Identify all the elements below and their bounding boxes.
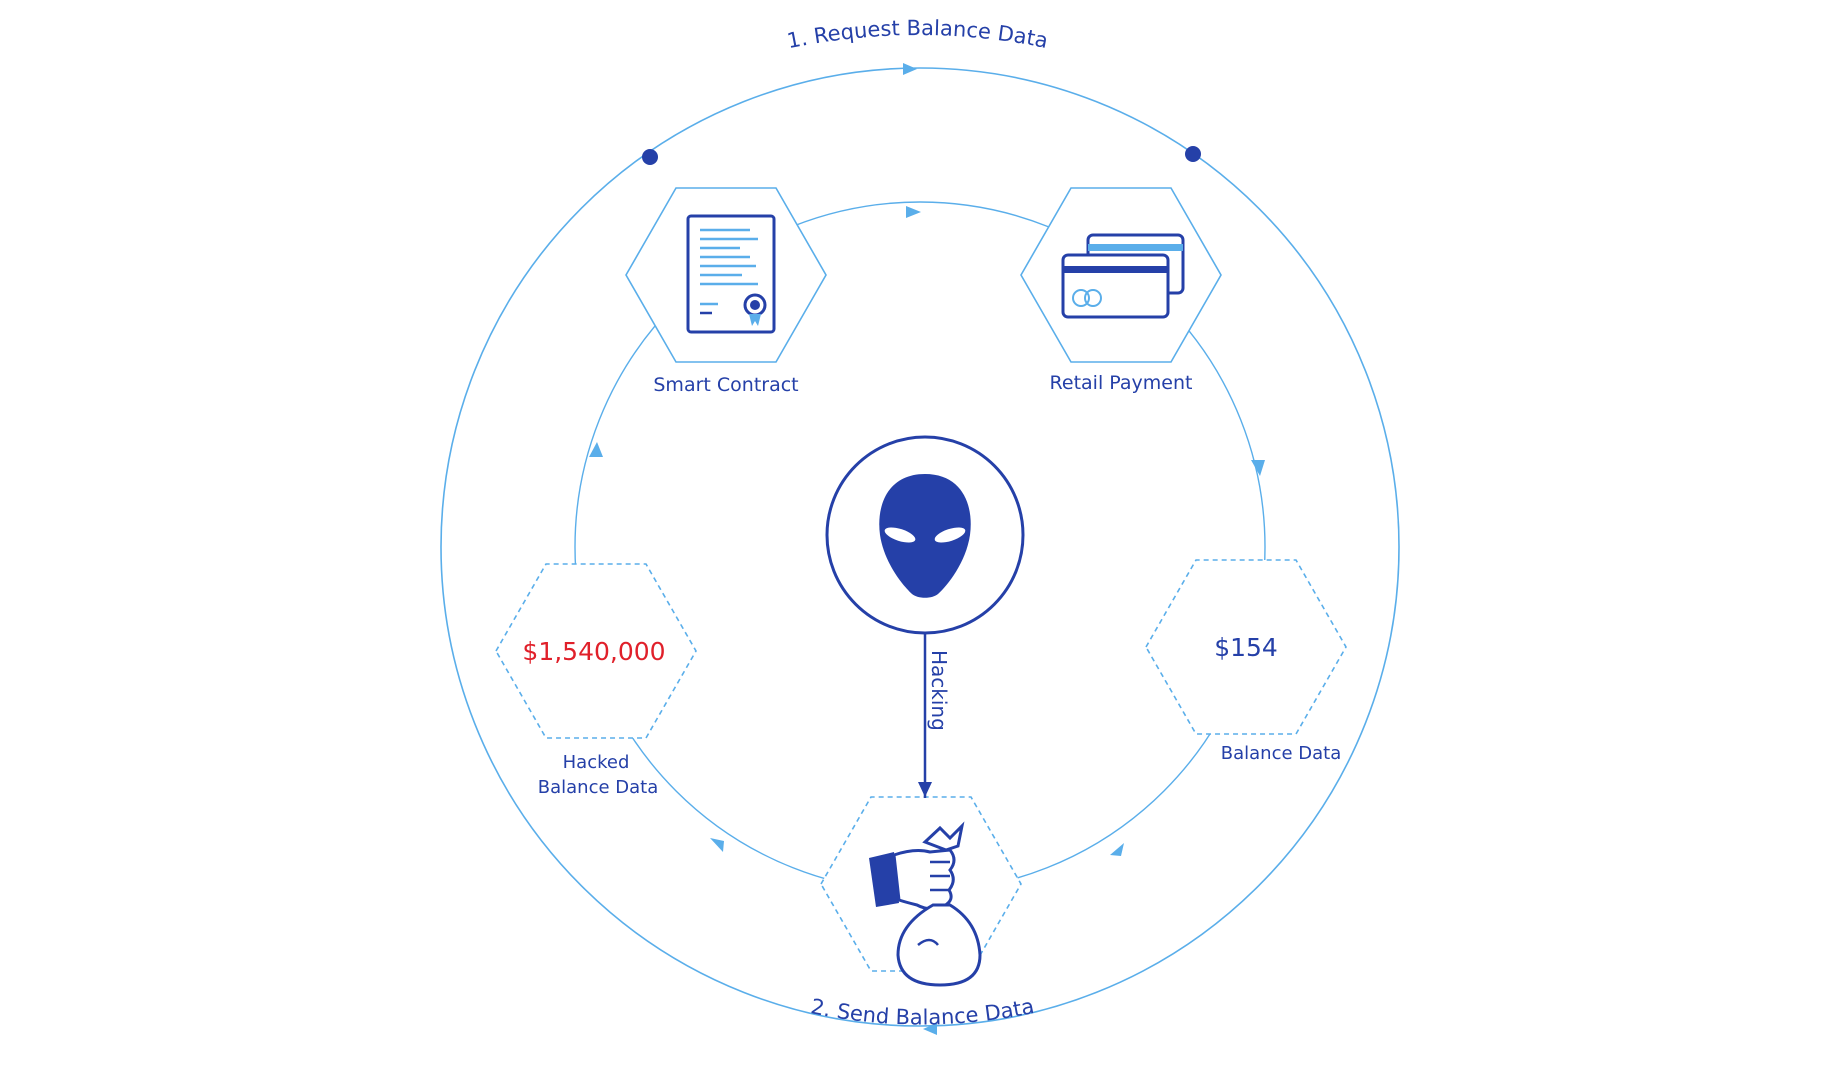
hacked-balance-node (495, 563, 697, 739)
outer-arrow-right (903, 63, 917, 75)
hand-holding-money-bag-icon (869, 821, 982, 987)
document-with-seal-icon (686, 214, 776, 334)
smart-contract-node (625, 187, 827, 363)
balance-data-label: Balance Data (1221, 743, 1342, 764)
credit-cards-icon (1061, 233, 1185, 319)
outer-arrow-left (923, 1023, 937, 1035)
request-balance-label: 1. Request Balance Data (785, 16, 1050, 53)
inner-arrow-right (1251, 460, 1265, 476)
send-balance-label: 2. Send Balance Data (809, 994, 1036, 1029)
inner-arrow-top (906, 206, 921, 218)
balance-amount: $154 (1214, 633, 1278, 662)
balance-data-node (1145, 559, 1347, 735)
retail-payment-label: Retail Payment (1050, 372, 1193, 394)
hacking-arrow-head (918, 782, 932, 797)
inner-arrow-lower-left (710, 838, 724, 852)
hacking-label: Hacking (927, 650, 951, 731)
node-dot-right (1185, 146, 1201, 162)
hacked-label-line1: Hacked (563, 752, 630, 773)
hacked-label-line2: Balance Data (538, 777, 659, 798)
node-dot-left (642, 149, 658, 165)
smart-contract-label: Smart Contract (653, 374, 798, 396)
retail-payment-node (1020, 187, 1222, 363)
inner-arrow-left (589, 442, 603, 457)
outer-cycle-ring (440, 67, 1400, 1027)
inner-arrow-lower-right (1110, 843, 1124, 856)
hacked-amount: $1,540,000 (522, 637, 665, 666)
alien-head-icon (879, 474, 971, 598)
money-bag-node (820, 796, 1022, 987)
hacker-node (825, 435, 1025, 635)
